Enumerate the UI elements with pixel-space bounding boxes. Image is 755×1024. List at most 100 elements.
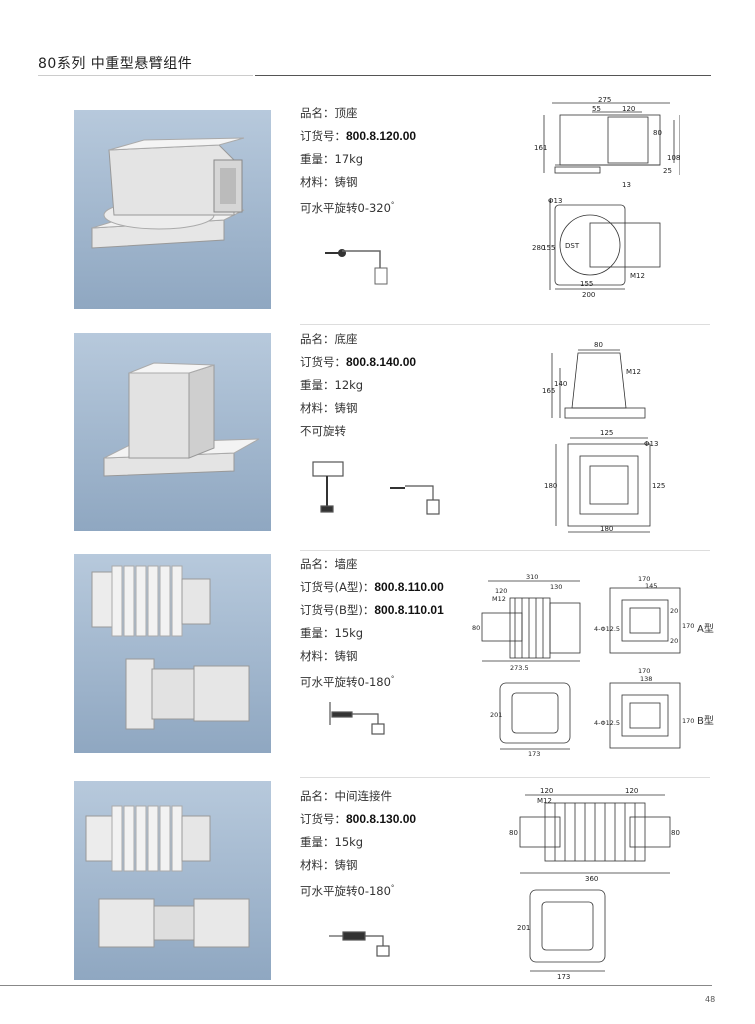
dim-label: 155 [542, 244, 555, 252]
product-name: 品名：底座 [300, 332, 358, 346]
usage-icon-middle-connector [329, 931, 390, 957]
dim-label: 20 [670, 607, 678, 615]
dim-label: 140 [554, 380, 567, 388]
dim-label: 80 [671, 829, 680, 837]
material: 材料：铸钢 [300, 649, 358, 663]
product-photo-middle-connector [74, 781, 271, 980]
rotation: 可水平旋转0-180° [300, 883, 395, 898]
dim-label: 120 [622, 105, 635, 113]
dim-label: 310 [526, 573, 538, 581]
product-name: 品名：顶座 [300, 106, 358, 120]
weight: 重量：15kg [300, 626, 364, 640]
usage-icon-base [312, 461, 440, 515]
dim-label: 120 [625, 787, 638, 795]
order-number-b-row: 订货号(B型)：800.8.110.01 [300, 603, 444, 617]
product-photo-wall-mount [74, 554, 271, 753]
dim-label: 20 [670, 637, 678, 645]
dim-label: 155 [580, 280, 593, 288]
dim-label: 280 [532, 244, 545, 252]
dim-label: Φ13 [644, 440, 658, 448]
rotation: 可水平旋转0-320° [300, 200, 395, 215]
dim-label: 275 [598, 96, 611, 104]
page-title: 80系列 中重型悬臂组件 [38, 56, 193, 72]
dim-label: M12 [537, 797, 552, 805]
order-number-row: 订货号：800.8.130.00 [300, 812, 417, 826]
material: 材料：铸钢 [300, 858, 358, 872]
dim-label: 4-Φ12.5 [594, 625, 620, 633]
spec-base: 品名：底座 订货号：800.8.140.00 重量：12kg 材料：铸钢 不可旋… [300, 328, 416, 443]
dim-label: 55 [592, 105, 601, 113]
dim-label: 80 [594, 341, 603, 349]
dim-label: 360 [585, 875, 598, 883]
type-b-label: B型 [697, 716, 714, 727]
section-divider [300, 550, 710, 551]
dim-label: 125 [600, 429, 613, 437]
dim-label: Φ13 [548, 197, 562, 205]
material: 材料：铸钢 [300, 401, 358, 415]
product-photo-base [74, 333, 271, 531]
dim-label: 4-Φ12.5 [594, 719, 620, 727]
dim-label: 201 [490, 711, 502, 719]
dim-label: M12 [492, 595, 506, 603]
usage-icon-wall-mount [329, 702, 385, 735]
drawing-middle-connector: 120 120 M12 80 80 360 201 173 [509, 787, 680, 980]
product-photo-top-mount [74, 110, 271, 309]
dim-label: 170 [638, 575, 650, 583]
weight: 重量：12kg [300, 378, 364, 392]
weight: 重量：15kg [300, 835, 364, 849]
footer-rule [0, 985, 712, 986]
middle-connector-illustration [85, 805, 250, 948]
product-name: 品名：墙座 [300, 557, 358, 571]
drawing-top-mount: 275 55 120 80 161 108 25 13 Φ13 280 155 … [532, 96, 680, 299]
drawing-base: 80 M12 165 140 125 Φ13 180 125 180 [542, 341, 665, 533]
dim-label: 80 [653, 129, 662, 137]
title-rule [255, 75, 711, 76]
dim-label: 80 [472, 624, 480, 632]
section-divider [300, 777, 710, 778]
wall-mount-illustration [91, 565, 250, 730]
rotation: 不可旋转 [300, 424, 346, 438]
title-rule-light [38, 75, 253, 76]
spec-middle-connector: 品名：中间连接件 订货号：800.8.130.00 重量：15kg 材料：铸钢 … [300, 785, 416, 903]
order-number-a-row: 订货号(A型)：800.8.110.00 [300, 580, 444, 594]
page-number: 48 [705, 995, 716, 1004]
dim-label: 120 [540, 787, 553, 795]
usage-icon-top-mount [325, 249, 388, 285]
dim-label: 170 [682, 622, 694, 630]
rotation: 可水平旋转0-180° [300, 674, 395, 689]
dim-label: DST [565, 242, 580, 250]
dim-label: 173 [557, 973, 570, 980]
order-number-row: 订货号：800.8.140.00 [300, 355, 417, 369]
dim-label: 120 [495, 587, 507, 595]
spec-wall-mount: 品名：墙座 订货号(A型)：800.8.110.00 订货号(B型)：800.8… [300, 553, 444, 694]
base-illustration [103, 362, 260, 477]
dim-label: 170 [638, 667, 650, 675]
dim-label: 201 [517, 924, 530, 932]
weight: 重量：17kg [300, 152, 364, 166]
top-mount-illustration [91, 137, 245, 249]
product-name: 品名：中间连接件 [300, 789, 392, 803]
material: 材料：铸钢 [300, 175, 358, 189]
dim-label: 13 [622, 181, 631, 189]
dim-label: M12 [630, 272, 645, 280]
dim-label: 80 [509, 829, 518, 837]
dim-label: 273.5 [510, 664, 529, 672]
section-divider [300, 324, 710, 325]
type-a-label: A型 [697, 624, 714, 635]
dim-label: 180 [544, 482, 557, 490]
dim-label: 130 [550, 583, 562, 591]
dim-label: 108 [667, 154, 680, 162]
dim-label: 170 [682, 717, 694, 725]
dim-label: 173 [528, 750, 540, 758]
dim-label: 138 [640, 675, 652, 683]
dim-label: 180 [600, 525, 613, 533]
dim-label: 200 [582, 291, 595, 299]
dim-label: 165 [542, 387, 555, 395]
order-number-row: 订货号：800.8.120.00 [300, 129, 417, 143]
spec-top-mount: 品名：顶座 订货号：800.8.120.00 重量：17kg 材料：铸钢 可水平… [300, 102, 416, 220]
dim-label: 125 [652, 482, 665, 490]
dim-label: 145 [645, 582, 657, 590]
dim-label: 25 [663, 167, 672, 175]
drawing-wall-mount: 310 120 130 M12 80 273.5 201 173 170 145… [472, 573, 694, 758]
dim-label: M12 [626, 368, 641, 376]
